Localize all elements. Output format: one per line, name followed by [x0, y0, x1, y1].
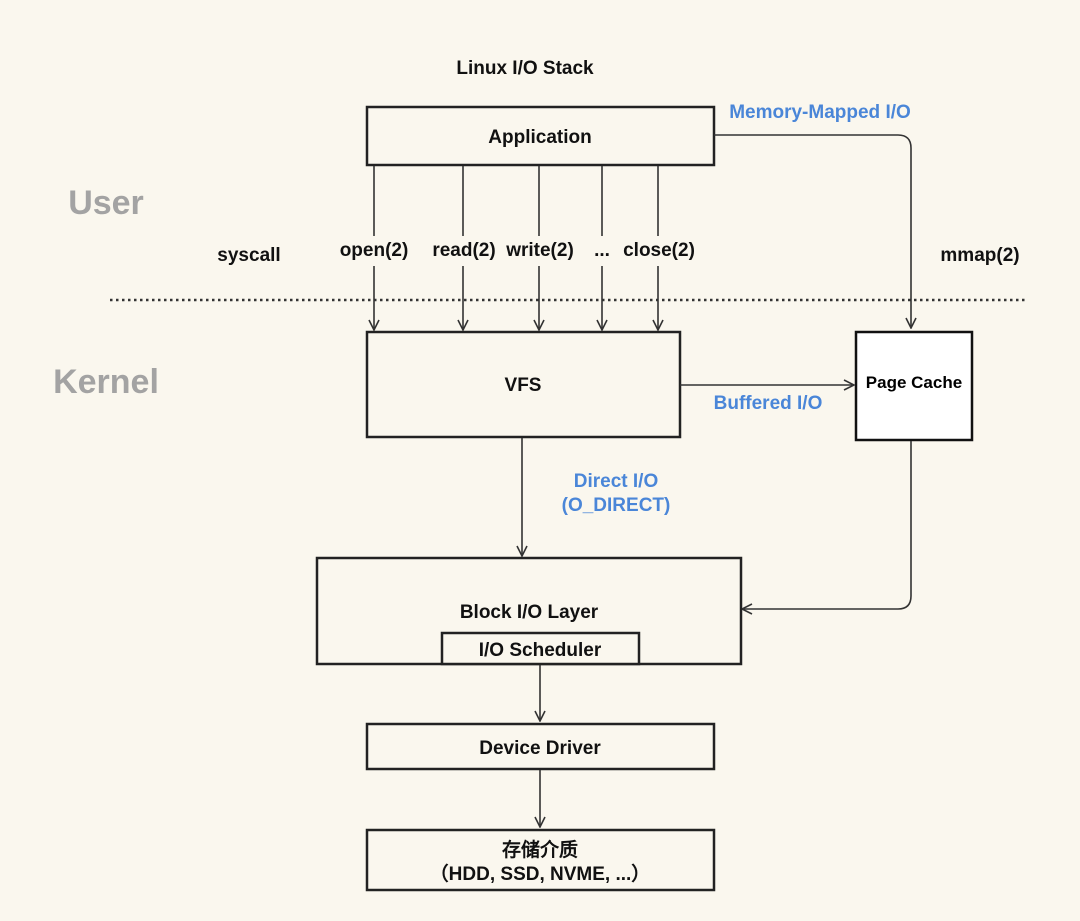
io-scheduler-label: I/O Scheduler [479, 640, 602, 661]
storage-devices-label: （HDD, SSD, NVME, ...） [430, 862, 651, 885]
io-scheduler-box [440, 631, 641, 666]
ellipsis-syscall-label: ... [594, 240, 610, 261]
vfs-box: VFS [365, 330, 682, 439]
direct-io-label: Direct I/O [574, 471, 658, 492]
mmap-syscall-label: mmap(2) [940, 245, 1019, 266]
memory-mapped-io-label: Memory-Mapped I/O [729, 102, 911, 123]
open-syscall-label: open(2) [340, 240, 409, 261]
block-io-layer-label: Block I/O Layer [460, 602, 599, 623]
page-cache-label: Page Cache [866, 373, 962, 392]
mmap-arrow [714, 134, 911, 328]
storage-media-label: 存储介质 [502, 838, 578, 861]
read-syscall-label: read(2) [432, 240, 495, 261]
vfs-label: VFS [505, 375, 542, 396]
application-box: Application [365, 105, 716, 167]
device-driver-box: Device Driver [365, 722, 716, 771]
syscall-arrows [374, 166, 658, 330]
block-io-layer-box: Block I/O Layer I/O Scheduler [315, 556, 743, 666]
buffered-io-label: Buffered I/O [714, 393, 823, 414]
page-cache-box: Page Cache [854, 330, 974, 442]
device-driver-label: Device Driver [479, 738, 601, 759]
application-label: Application [488, 127, 591, 148]
diagram-title: Linux I/O Stack [456, 58, 594, 79]
storage-media-box: 存储介质 （HDD, SSD, NVME, ...） [365, 828, 716, 892]
o-direct-label: (O_DIRECT) [562, 495, 671, 516]
syscall-label: syscall [217, 245, 280, 266]
page-cache-to-block-arrow [742, 441, 912, 609]
kernel-zone-label: Kernel [53, 363, 159, 401]
close-syscall-label: close(2) [623, 240, 695, 261]
user-zone-label: User [68, 184, 144, 222]
write-syscall-label: write(2) [505, 240, 574, 261]
